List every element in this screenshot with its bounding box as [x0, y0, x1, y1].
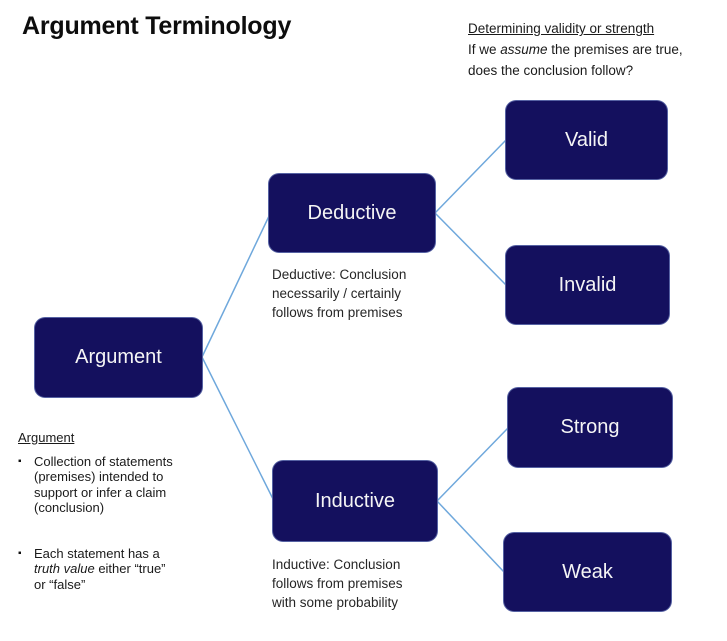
node-invalid: Invalid	[505, 245, 670, 325]
node-weak: Weak	[503, 532, 672, 612]
validity-note-line2: does the conclusion follow?	[468, 63, 634, 78]
argument-note-bullet2: Each statement has a truth value either …	[34, 545, 166, 592]
connector-inductive-weak	[436, 500, 505, 573]
node-valid: Valid	[505, 100, 668, 180]
connector-argument-inductive	[201, 356, 275, 502]
square-bullet-icon: ▪	[18, 547, 22, 559]
page-title: Argument Terminology	[22, 12, 292, 40]
square-bullet-icon: ▪	[18, 455, 22, 467]
node-strong: Strong	[507, 387, 673, 468]
validity-note: Determining validity or strength If we a…	[468, 18, 720, 81]
connector-inductive-strong	[436, 427, 509, 502]
list-item: ▪ Collection of statements (premises) in…	[18, 454, 243, 516]
connector-deductive-invalid	[434, 212, 507, 286]
connector-deductive-valid	[434, 139, 507, 214]
node-argument: Argument	[34, 317, 203, 398]
validity-note-heading: Determining validity or strength	[468, 21, 655, 36]
inductive-caption: Inductive: Conclusion follows from premi…	[272, 557, 403, 610]
node-inductive: Inductive	[272, 460, 438, 542]
validity-note-line1: If we assume the premises are true,	[468, 42, 683, 57]
argument-note-bullet1: Collection of statements (premises) inte…	[34, 453, 173, 516]
list-item: ▪ Each statement has a truth value eithe…	[18, 546, 243, 593]
argument-note: Argument ▪ Collection of statements (pre…	[18, 430, 243, 592]
deductive-caption: Deductive: Conclusion necessarily / cert…	[272, 267, 407, 320]
argument-note-heading: Argument	[18, 430, 75, 445]
node-deductive: Deductive	[268, 173, 436, 253]
connector-argument-deductive	[201, 213, 271, 358]
